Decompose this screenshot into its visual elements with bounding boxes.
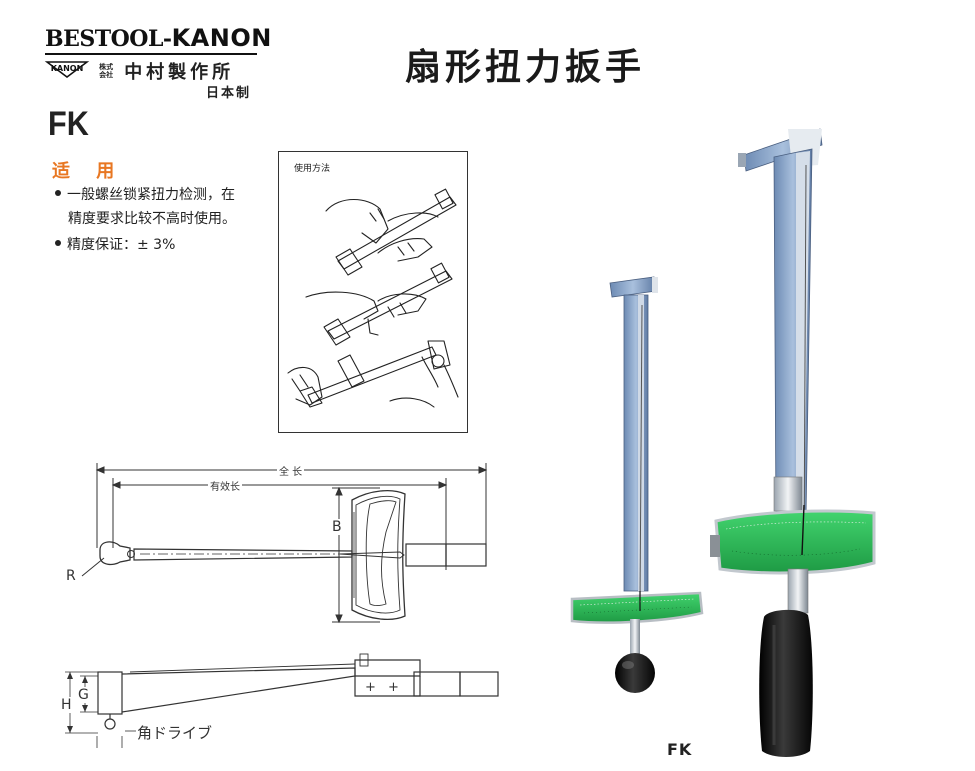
brand-bestool: BESTOOL bbox=[45, 26, 163, 52]
company-row: KANON 株式会社 中村製作所 bbox=[44, 58, 235, 84]
usage-step-3-illustration bbox=[287, 340, 459, 408]
kabushiki-kaisha-mark: 株式会社 bbox=[99, 63, 114, 79]
small-wrench-photo bbox=[570, 276, 704, 693]
usage-illustration-box bbox=[278, 151, 468, 433]
brand-underline bbox=[45, 53, 257, 55]
company-name: 中村製作所 bbox=[124, 62, 235, 83]
large-wrench-photo bbox=[710, 128, 876, 757]
plus-mark-2: + bbox=[388, 680, 399, 695]
brand-kanon: KANON bbox=[171, 24, 272, 52]
usage-illustration bbox=[287, 188, 459, 408]
page-title: 扇形扭力扳手 bbox=[405, 47, 646, 88]
application-heading: 适 用 bbox=[52, 161, 125, 182]
dimension-h-label: H bbox=[61, 697, 72, 713]
kanon-logo-icon: KANON bbox=[44, 58, 90, 84]
usage-step-2-illustration bbox=[305, 262, 453, 346]
product-photo bbox=[570, 128, 876, 757]
brand-wordmark: BESTOOL-KANON bbox=[45, 24, 272, 52]
dimension-g-label: G bbox=[78, 687, 89, 703]
bullet-dot bbox=[55, 240, 61, 246]
usage-label: 使用方法 bbox=[294, 164, 331, 174]
application-bullet-1-continued: 精度要求比较不高时使用。 bbox=[68, 211, 236, 227]
total-length-label: 全 长 bbox=[277, 463, 305, 478]
dimension-r-label: R bbox=[66, 568, 76, 584]
made-in-japan: 日本制 bbox=[206, 86, 252, 101]
brand-separator: - bbox=[162, 26, 172, 52]
dimension-b-label: B bbox=[332, 519, 342, 535]
bullet-dot bbox=[55, 190, 61, 196]
kanon-logo-text: KANON bbox=[51, 64, 84, 73]
square-drive-label: 角ドライブ bbox=[137, 724, 213, 742]
application-bullet-2: 精度保证：± 3% bbox=[55, 233, 175, 257]
model-code: FK bbox=[48, 105, 89, 143]
effective-length-label: 有效长 bbox=[208, 478, 242, 493]
plus-mark-1: + bbox=[365, 680, 376, 695]
photo-caption: FK bbox=[667, 740, 693, 759]
application-bullet-1: 一般螺丝锁紧扭力检测，在 bbox=[55, 183, 275, 207]
usage-step-1-illustration bbox=[325, 188, 457, 276]
